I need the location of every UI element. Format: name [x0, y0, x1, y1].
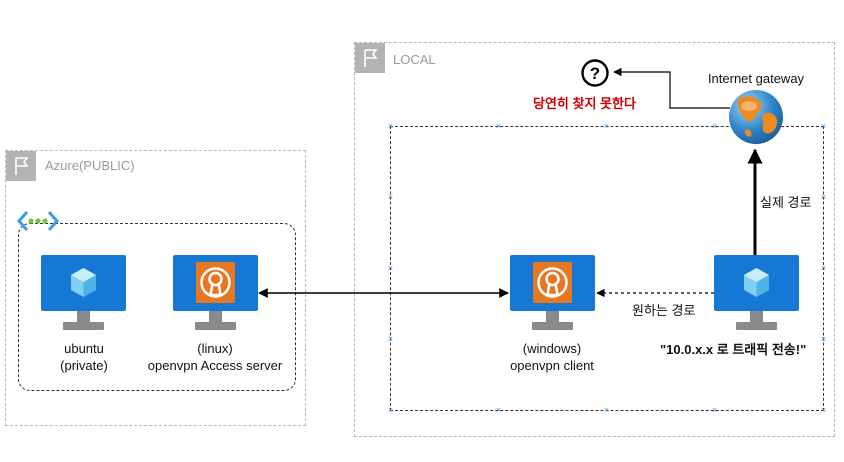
- selection-handle: ×: [820, 334, 827, 344]
- actual-route-label: 실제 경로: [760, 195, 812, 210]
- question-mark-icon: ?: [580, 58, 610, 93]
- openvpn-client-os: (windows): [522, 341, 582, 356]
- openvpn-client-vm-icon: [510, 255, 595, 338]
- openvpn-client-label: (windows) openvpn client: [502, 340, 602, 374]
- sender-vm-icon: [714, 255, 799, 338]
- ubuntu-label: ubuntu (private): [34, 340, 134, 374]
- selection-handle: ×: [387, 192, 394, 202]
- openvpn-client-name: openvpn client: [510, 358, 594, 373]
- sender-label: "10.0.x.x 로 트래픽 전송!": [660, 342, 807, 357]
- selection-handle: ×: [495, 121, 502, 131]
- selection-handle: ×: [603, 405, 610, 415]
- selection-handle: ×: [820, 121, 827, 131]
- question-mark-glyph: ?: [590, 64, 600, 83]
- vnet-icon: [16, 208, 60, 239]
- azure-group-label: Azure(PUBLIC): [45, 158, 135, 173]
- local-group: LOCAL: [354, 42, 835, 437]
- internet-gateway-label: Internet gateway: [707, 71, 805, 86]
- selection-handle: ×: [820, 405, 827, 415]
- selection-handle: ×: [495, 405, 502, 415]
- desired-route-label: 원하는 경로: [632, 303, 696, 318]
- azure-vnet-box: [18, 223, 296, 391]
- not-found-annotation: 당연히 찾지 못한다: [533, 96, 636, 111]
- azure-group: Azure(PUBLIC): [5, 150, 306, 426]
- local-group-label: LOCAL: [393, 52, 436, 67]
- ubuntu-name: ubuntu: [64, 341, 104, 356]
- flag-icon: [355, 43, 385, 73]
- ubuntu-vm-icon: [41, 255, 126, 338]
- selection-handle: ×: [711, 121, 718, 131]
- selection-handle: ×: [711, 405, 718, 415]
- selection-handle: ×: [603, 121, 610, 131]
- flag-icon: [6, 151, 36, 181]
- selection-handle: ×: [387, 121, 394, 131]
- selection-handle: ×: [820, 263, 827, 273]
- openvpn-server-vm-icon: [173, 255, 258, 338]
- selection-handle: ×: [820, 192, 827, 202]
- local-network-box: [390, 126, 824, 411]
- selection-handle: ×: [387, 263, 394, 273]
- selection-handle: ×: [387, 405, 394, 415]
- openvpn-server-label: (linux) openvpn Access server: [135, 340, 295, 374]
- selection-handle: ×: [387, 334, 394, 344]
- ubuntu-subtitle: (private): [60, 358, 108, 373]
- gateway-to-question-arrow: [613, 67, 730, 109]
- openvpn-server-os: (linux): [197, 341, 233, 356]
- globe-icon: [727, 88, 785, 151]
- openvpn-server-name: openvpn Access server: [147, 358, 283, 373]
